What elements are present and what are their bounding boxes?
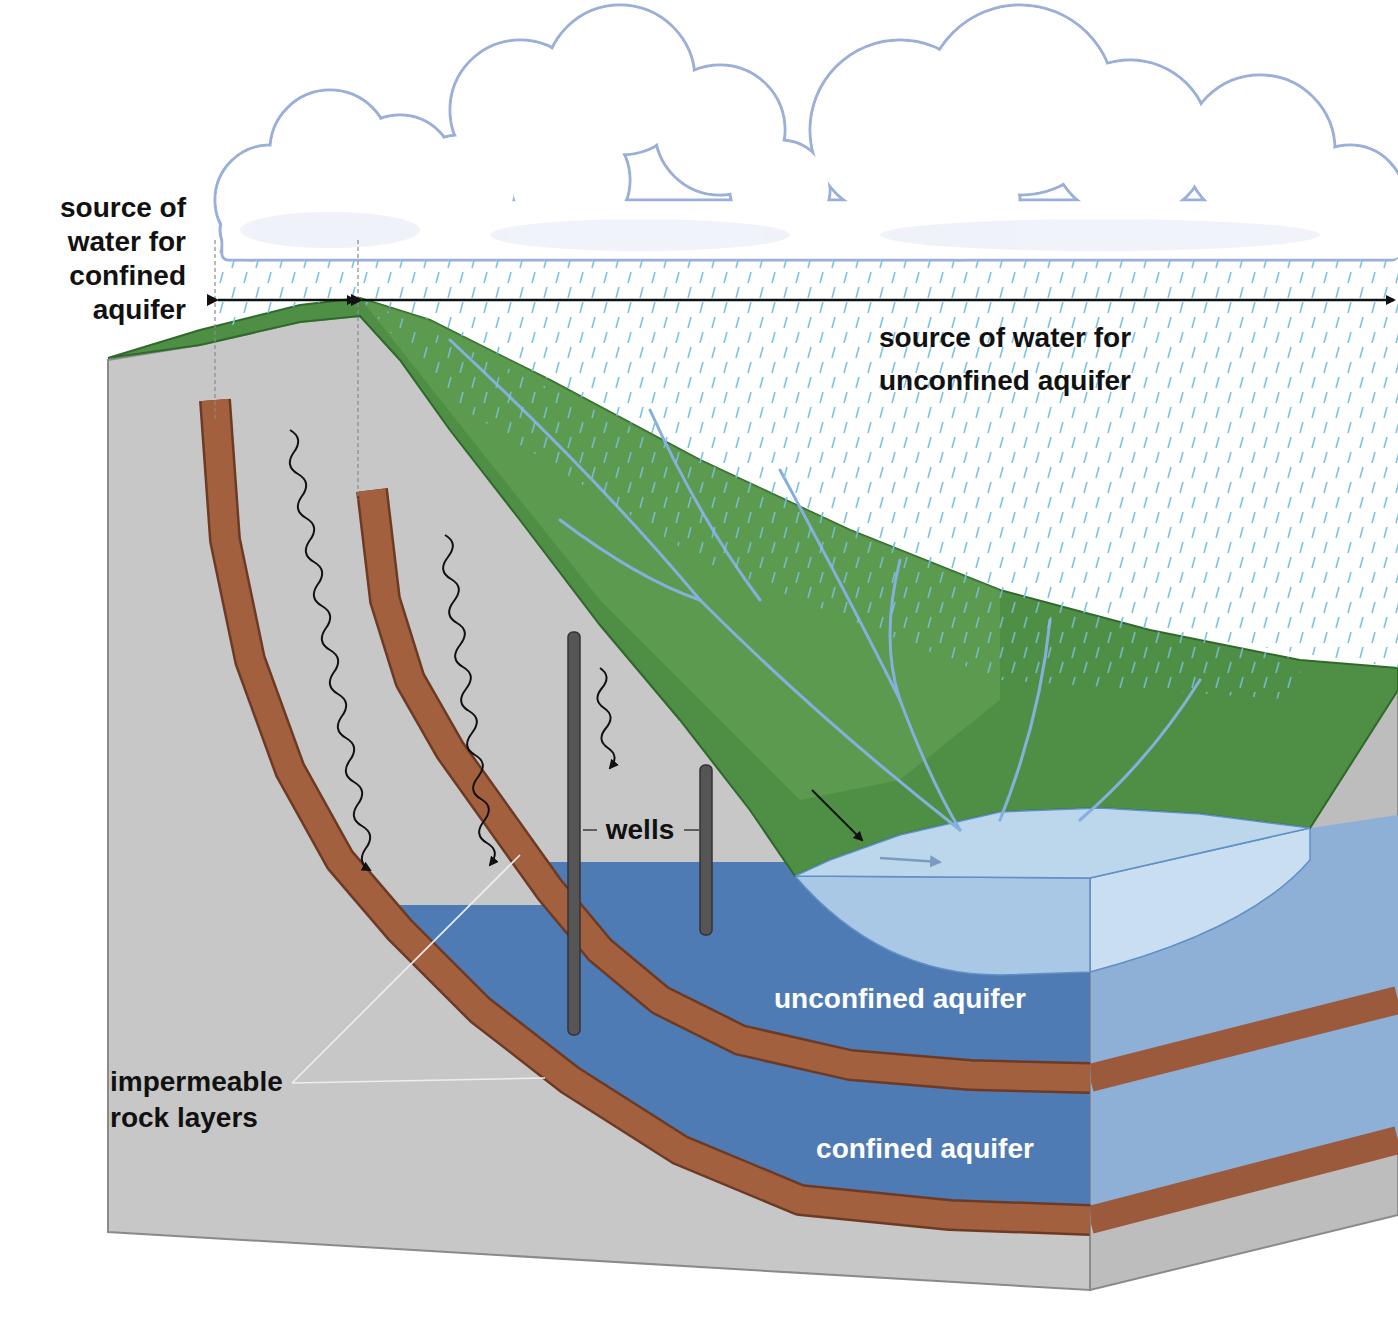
leader-lines — [292, 830, 699, 1083]
wells — [568, 632, 712, 1035]
label: source of water for unconfined aquifer — [815, 316, 1195, 402]
label: source of water for confined aquifer — [6, 191, 186, 327]
side-rock-upper — [1090, 1000, 1398, 1078]
rain-on-slope — [360, 298, 1300, 700]
label: impermeable rock layers — [110, 1064, 310, 1136]
label: unconfined aquifer — [680, 982, 1120, 1016]
clouds — [215, 5, 1398, 260]
dimension-lines — [215, 240, 1394, 500]
rain — [215, 245, 1398, 668]
side-confined-water — [1090, 1000, 1398, 1220]
side-rock-lower — [1090, 1140, 1398, 1220]
label: wells — [598, 813, 682, 847]
lake-surface — [795, 808, 1310, 878]
infiltration-arrows — [290, 430, 940, 870]
lake-section — [795, 876, 1090, 975]
label: confined aquifer — [710, 1132, 1140, 1166]
